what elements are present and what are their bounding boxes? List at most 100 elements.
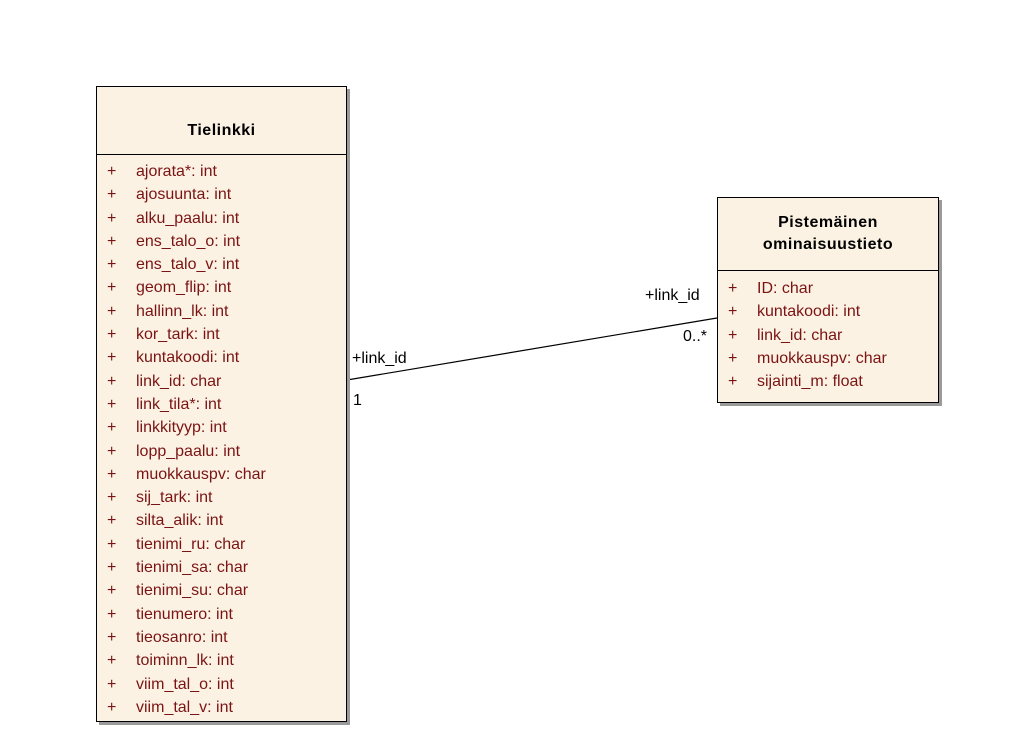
association-left-role: +link_id [352,350,407,367]
attribute-row[interactable]: + geom_flip: int [97,276,346,299]
visibility-marker: + [107,605,117,623]
attribute-row[interactable]: + viim_tal_o: int [97,673,346,696]
attribute-row[interactable]: + tienimi_su: char [97,579,346,602]
attribute-row[interactable]: + toiminn_lk: int [97,649,346,672]
attribute-text: ajorata*: int [136,163,217,180]
attribute-row[interactable]: + lopp_paalu: int [97,440,346,463]
attribute-row[interactable]: + tienumero: int [97,603,346,626]
attribute-text: tienumero: int [136,605,233,623]
visibility-marker: + [107,698,117,716]
attribute-text: muokkauspv: char [757,349,887,367]
attribute-text: sijainti_m: float [757,373,863,391]
attribute-text: geom_flip: int [136,279,232,297]
visibility-marker: + [728,280,738,297]
visibility-marker: + [107,512,117,530]
visibility-marker: + [107,489,117,507]
attribute-text: link_id: char [136,372,222,390]
attribute-row[interactable]: +hallinn_lk: int [97,300,346,323]
attribute-text: tienimi_su: char [136,582,249,600]
attribute-text: tieosanro: int [136,628,228,646]
attribute-row[interactable]: + ID: char [718,277,938,300]
attribute-row[interactable]: + ens_talo_v: int [97,253,346,276]
visibility-marker: + [107,302,117,320]
attribute-text: linkkityyp: int [136,419,227,437]
attribute-row[interactable]: + ajorata*: int [97,160,346,183]
association-right-multiplicity: 0..* [683,328,708,345]
class-tielinkki-title: Tielinkki [97,87,346,155]
visibility-marker: + [107,186,117,204]
attribute-text: link_tila*: int [136,395,222,413]
attribute-row[interactable]: + linkkityyp: int [97,416,346,439]
visibility-marker: + [107,163,117,180]
attribute-text: kuntakoodi: int [136,349,240,367]
association-right-role: +link_id [645,287,700,304]
attribute-row[interactable]: + muokkauspv: char [718,347,938,370]
visibility-marker: + [107,559,117,577]
attribute-text: kuntakoodi: int [757,303,861,321]
visibility-marker: + [107,628,117,646]
attribute-row[interactable]: + link_id: char [97,370,346,393]
visibility-marker: + [728,349,738,367]
class-piste-title: Pistemäinen ominaisuustieto [718,198,938,271]
visibility-marker: + [107,232,117,250]
visibility-marker: + [107,349,117,367]
class-piste-title-line1: Pistemäinen [778,214,878,231]
visibility-marker: + [728,373,738,391]
class-pistemainen-ominaisuustieto[interactable]: Pistemäinen ominaisuustieto + ID: char + k… [717,197,939,403]
visibility-marker: + [107,209,117,227]
attribute-text: viim_tal_o: int [136,675,234,693]
attribute-text: toiminn_lk: int [136,652,234,670]
visibility-marker: + [728,326,738,344]
attribute-row[interactable]: + ajosuunta: int [97,183,346,206]
attribute-row[interactable]: + alku_paalu: int [97,207,346,230]
attribute-row[interactable]: + link_tila*: int [97,393,346,416]
visibility-marker: + [107,442,117,460]
attribute-row[interactable]: + ens_talo_o: int [97,230,346,253]
association-left-multiplicity: 1 [353,392,362,409]
visibility-marker: + [107,582,117,600]
attribute-row[interactable]: + link_id: char [718,324,938,347]
visibility-marker: + [107,279,117,297]
visibility-marker: + [107,419,117,437]
attribute-row[interactable]: + tieosanro: int [97,626,346,649]
attribute-text: viim_tal_v: int [136,698,233,716]
visibility-marker: + [107,535,117,553]
class-piste-attributes: + ID: char + kuntakoodi: int + link_id: cha… [718,271,938,393]
attribute-row[interactable]: + silta_alik: int [97,509,346,532]
visibility-marker: + [107,256,117,274]
visibility-marker: + [107,372,117,390]
attribute-text: muokkauspv: char [136,465,266,483]
association-line-segment[interactable] [346,317,718,381]
attribute-text: ens_talo_o: int [136,232,241,250]
visibility-marker: + [107,652,117,670]
attribute-text: link_id: char [757,326,843,344]
visibility-marker: + [107,465,117,483]
attribute-row[interactable]: + sij_tark: int [97,486,346,509]
attribute-row[interactable]: + kuntakoodi: int [97,346,346,369]
attribute-row[interactable]: + sijainti_m: float [718,370,938,393]
visibility-marker: + [107,395,117,413]
attribute-row[interactable]: + muokkauspv: char [97,463,346,486]
attribute-text: ajosuunta: int [136,186,232,204]
attribute-row[interactable]: + viim_tal_v: int [97,696,346,719]
attribute-text: tienimi_sa: char [136,559,249,577]
visibility-marker: + [107,326,117,344]
visibility-marker: + [107,675,117,693]
attribute-text: lopp_paalu: int [136,442,241,460]
attribute-row[interactable]: + kuntakoodi: int [718,300,938,323]
attribute-text: kor_tark: int [136,326,220,344]
visibility-marker: + [728,303,738,321]
class-tielinkki-attributes: + ajorata*: int + ajosuunta: int + alku_paa… [97,155,346,719]
attribute-text: tienimi_ru: char [136,535,246,553]
class-piste-title-line2: ominaisuustieto [762,236,894,253]
attribute-text: ens_talo_v: int [136,256,240,274]
attribute-text: alku_paalu: int [136,209,240,227]
attribute-text: sij_tark: int [136,489,213,507]
attribute-row[interactable]: + kor_tark: int [97,323,346,346]
attribute-row[interactable]: + tienimi_sa: char [97,556,346,579]
attribute-row[interactable]: + tienimi_ru: char [97,533,346,556]
attribute-text: ID: char [757,280,814,297]
class-tielinkki[interactable]: Tielinkki + ajorata*: int + ajosuunta: int… [96,86,347,722]
attribute-text: silta_alik: int [136,512,224,530]
